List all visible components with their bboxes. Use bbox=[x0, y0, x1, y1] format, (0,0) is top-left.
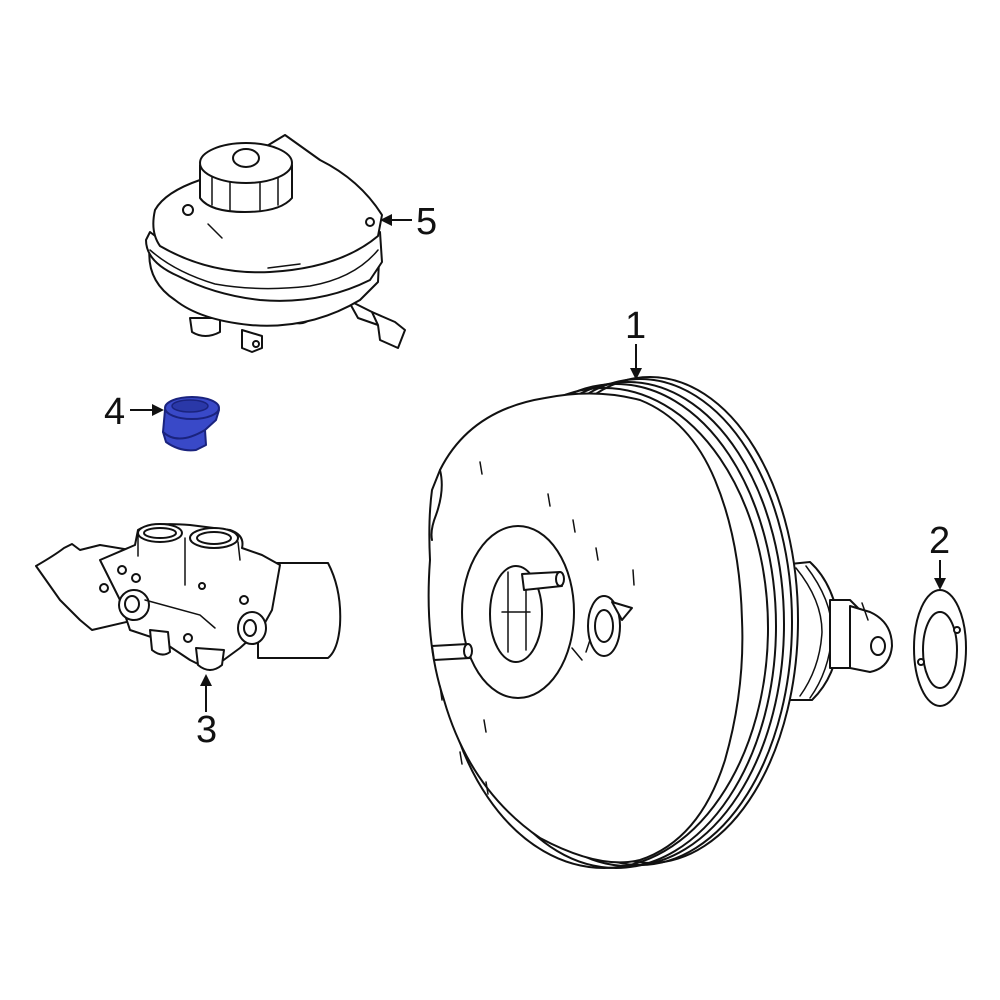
callout-4-label: 4 bbox=[104, 391, 125, 433]
callout-1-label: 1 bbox=[625, 305, 646, 347]
grommet-part[interactable] bbox=[162, 396, 220, 452]
callout-4: 4 bbox=[104, 391, 164, 433]
callout-5: 5 bbox=[380, 201, 437, 243]
callout-2-label: 2 bbox=[929, 520, 950, 562]
brake-booster-part[interactable] bbox=[427, 376, 893, 869]
reservoir-part[interactable] bbox=[145, 134, 406, 353]
gasket-part[interactable] bbox=[913, 589, 967, 707]
callout-5-label: 5 bbox=[416, 201, 437, 243]
callout-3-label: 3 bbox=[196, 709, 217, 751]
callout-2: 2 bbox=[929, 520, 950, 590]
callout-1: 1 bbox=[625, 305, 646, 380]
master-cylinder-part[interactable] bbox=[35, 523, 342, 671]
callout-3: 3 bbox=[196, 674, 217, 751]
